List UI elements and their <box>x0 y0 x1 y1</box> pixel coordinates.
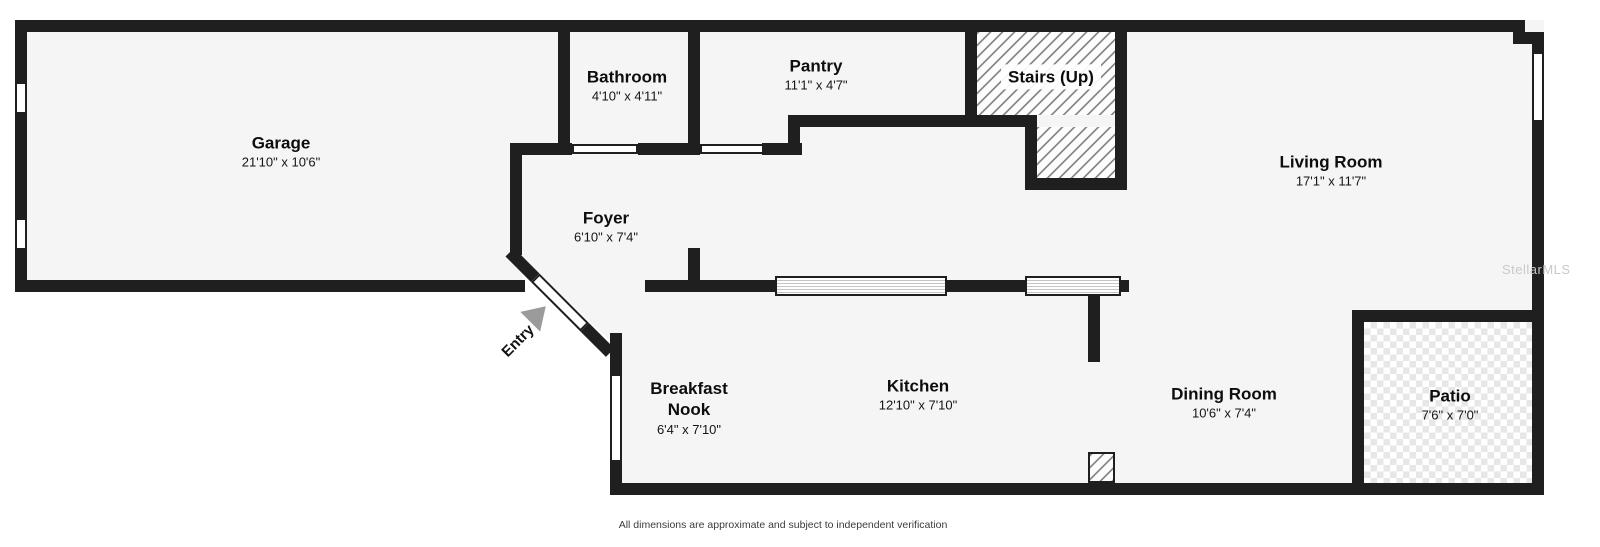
patio-dims: 7'6" x 7'0" <box>1421 407 1479 423</box>
dimensions-disclaimer: All dimensions are approximate and subje… <box>618 519 948 531</box>
room-label-garage: Garage 21'10" x 10'6" <box>242 132 321 169</box>
wall-segment <box>1025 115 1037 190</box>
garage-dims: 21'10" x 10'6" <box>241 154 321 170</box>
room-label-breakfast-nook: Breakfast Nook 6'4" x 7'10" <box>639 378 739 437</box>
bathroom-name: Bathroom <box>586 67 668 87</box>
room-label-dining-room: Dining Room 10'6" x 7'4" <box>1171 383 1277 420</box>
wall-segment <box>1532 44 1544 495</box>
living-room-name: Living Room <box>1279 152 1383 172</box>
wall-segment <box>645 280 785 292</box>
kitchen-dims: 12'10" x 7'10" <box>878 397 958 413</box>
living-room-window <box>1532 52 1544 122</box>
bathroom-door-opening <box>572 144 638 154</box>
room-label-foyer: Foyer 6'10" x 7'4" <box>574 207 638 244</box>
stairs-hatch-lower <box>1037 127 1115 178</box>
room-label-kitchen: Kitchen 12'10" x 7'10" <box>879 375 958 412</box>
room-label-living-room: Living Room 17'1" x 11'7" <box>1280 151 1383 188</box>
breakfast-nook-window <box>610 374 622 462</box>
column-post <box>1088 452 1115 483</box>
entry-label: Entry <box>498 321 538 361</box>
room-label-stairs: Stairs (Up) <box>1001 64 1101 90</box>
patio-name: Patio <box>1429 386 1471 406</box>
living-room-dims: 17'1" x 11'7" <box>1295 173 1367 189</box>
wall-segment <box>788 115 1037 127</box>
wall-segment <box>1352 310 1364 495</box>
pantry-dims: 11'1" x 4'7" <box>784 77 848 93</box>
wall-segment <box>638 143 700 155</box>
wall-segment <box>1513 32 1544 44</box>
wall-segment <box>558 20 570 155</box>
garage-window <box>15 218 27 250</box>
wall-segment <box>510 143 522 255</box>
wall-segment <box>15 20 1525 32</box>
wall-segment <box>15 20 27 292</box>
garage-window <box>15 82 27 114</box>
garage-name: Garage <box>251 133 311 153</box>
foyer-dims: 6'10" x 7'4" <box>573 229 639 245</box>
wall-segment <box>1115 20 1127 190</box>
kitchen-counter-opening <box>1025 276 1121 296</box>
breakfast-nook-dims: 6'4" x 7'10" <box>656 421 722 437</box>
stellar-mls-watermark: StellarMLS <box>1502 262 1571 277</box>
pantry-name: Pantry <box>789 56 843 76</box>
kitchen-counter-opening <box>775 276 947 296</box>
wall-segment <box>941 280 1031 292</box>
wall-segment <box>965 20 977 127</box>
wall-segment <box>1352 310 1544 322</box>
wall-segment <box>15 280 525 292</box>
room-label-patio: Patio 7'6" x 7'0" <box>1422 385 1479 422</box>
foyer-name: Foyer <box>582 208 630 228</box>
wall-segment <box>688 248 700 292</box>
dining-room-name: Dining Room <box>1171 384 1277 404</box>
patio-tile-pattern <box>1364 322 1532 483</box>
wall-segment <box>1088 292 1100 362</box>
pantry-door-opening <box>700 144 764 154</box>
wall-segment <box>688 20 700 155</box>
bathroom-dims: 4'10" x 4'11" <box>591 88 663 104</box>
wall-segment <box>610 483 1544 495</box>
garage-floor <box>15 20 570 292</box>
room-label-pantry: Pantry 11'1" x 4'7" <box>784 55 847 92</box>
dining-room-dims: 10'6" x 7'4" <box>1191 405 1257 421</box>
wall-segment <box>1025 178 1127 190</box>
wall-segment <box>510 143 572 155</box>
kitchen-name: Kitchen <box>886 376 950 396</box>
stairs-name: Stairs (Up) <box>1008 67 1094 87</box>
room-label-bathroom: Bathroom 4'10" x 4'11" <box>587 66 667 103</box>
breakfast-nook-name: Breakfast Nook <box>650 378 728 419</box>
